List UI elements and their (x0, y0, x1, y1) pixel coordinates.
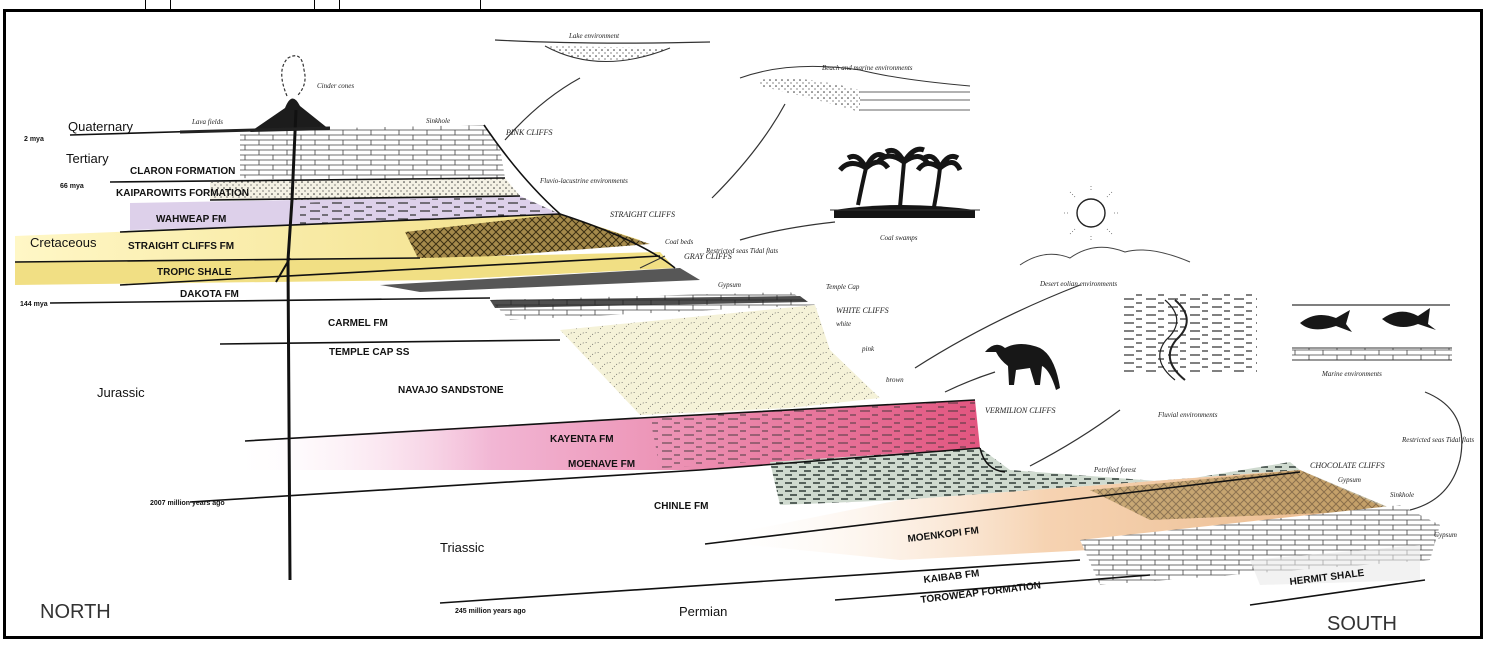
formation-carmel: CARMEL FM (328, 318, 388, 329)
period-quaternary: Quaternary (68, 119, 134, 134)
note-fluvio: Fluvio-lacustrine environments (539, 177, 628, 185)
fish-icon (1382, 308, 1436, 330)
note-pink: pink (861, 345, 875, 353)
note-sinkhole: Sinkhole (426, 117, 450, 125)
note-lava-fields: Lava fields (191, 118, 223, 126)
note-beach: Beach and marine environments (822, 64, 913, 72)
cliff-white: WHITE CLIFFS (836, 306, 889, 315)
note-coal-beds: Coal beds (665, 238, 693, 246)
note-desert: Desert eolian environments (1039, 280, 1117, 288)
note-gypsum-3: Gypsum (1434, 531, 1457, 539)
cliff-straight: STRAIGHT CLIFFS (610, 210, 675, 219)
formation-chinle: CHINLE FM (654, 501, 708, 512)
note-restricted-seas: Restricted seas Tidal flats (705, 247, 778, 255)
note-marine: Marine environments (1321, 370, 1382, 378)
dinosaur-icon (985, 344, 1060, 390)
eruption-plume (282, 56, 305, 96)
direction-south: SOUTH (1327, 613, 1397, 635)
formation-straight-cliffs: STRAIGHT CLIFFS FM (128, 241, 234, 252)
age-66mya: 66 mya (60, 183, 84, 190)
lake-basin (545, 46, 670, 62)
formation-kaibab: KAIBAB FM (923, 568, 980, 586)
formation-kayenta: KAYENTA FM (550, 434, 614, 445)
formation-moenave: MOENAVE FM (568, 459, 635, 470)
beach-sediment (760, 78, 860, 112)
age-245mya: 245 million years ago (455, 608, 526, 615)
note-cinder-cones: Cinder cones (317, 82, 354, 90)
formation-wahweap: WAHWEAP FM (156, 214, 226, 225)
direction-north: NORTH (40, 601, 111, 623)
note-fluvial: Fluvial environments (1157, 411, 1218, 419)
note-white: white (836, 320, 851, 328)
age-144mya: 144 mya (20, 301, 48, 308)
note-temple-cap: Temple Cap (826, 283, 860, 291)
note-coal-swamps: Coal swamps (880, 234, 918, 242)
formation-kaiparowits: KAIPAROWITS FORMATION (116, 188, 249, 199)
period-jurassic: Jurassic (97, 385, 145, 400)
note-petrified: Petrified forest (1093, 466, 1137, 474)
period-triassic: Triassic (440, 540, 485, 555)
note-lake: Lake environment (568, 32, 620, 40)
period-permian: Permian (679, 604, 727, 619)
formation-dakota: DAKOTA FM (180, 289, 239, 300)
desert-dunes (1020, 247, 1190, 265)
note-gypsum-2: Gypsum (1338, 476, 1361, 484)
cliff-vermilion: VERMILION CLIFFS (985, 406, 1055, 415)
age-200mya: 2007 million years ago (150, 500, 225, 507)
fluvial-scene (1122, 294, 1257, 374)
period-cretaceous: Cretaceous (30, 235, 97, 250)
lake-surface (495, 40, 710, 43)
formation-tropic-shale: TROPIC SHALE (157, 267, 232, 278)
cliff-chocolate: CHOCOLATE CLIFFS (1310, 461, 1385, 470)
claron-layer (240, 125, 505, 180)
age-2mya: 2 mya (24, 136, 44, 143)
note-brown: brown (886, 376, 904, 384)
palm-trees (834, 149, 975, 218)
period-tertiary: Tertiary (66, 151, 109, 166)
fish-icon (1300, 310, 1352, 332)
note-gypsum: Gypsum (718, 281, 741, 289)
note-restricted-seas-2: Restricted seas Tidal flats (1401, 436, 1474, 444)
cliff-pink: PINK CLIFFS (505, 128, 552, 137)
formation-claron: CLARON FORMATION (130, 166, 235, 177)
formation-navajo: NAVAJO SANDSTONE (398, 385, 504, 396)
note-sinkhole-2: Sinkhole (1390, 491, 1414, 499)
sun-icon (1062, 184, 1120, 242)
formation-temple-cap: TEMPLE CAP SS (329, 347, 410, 358)
